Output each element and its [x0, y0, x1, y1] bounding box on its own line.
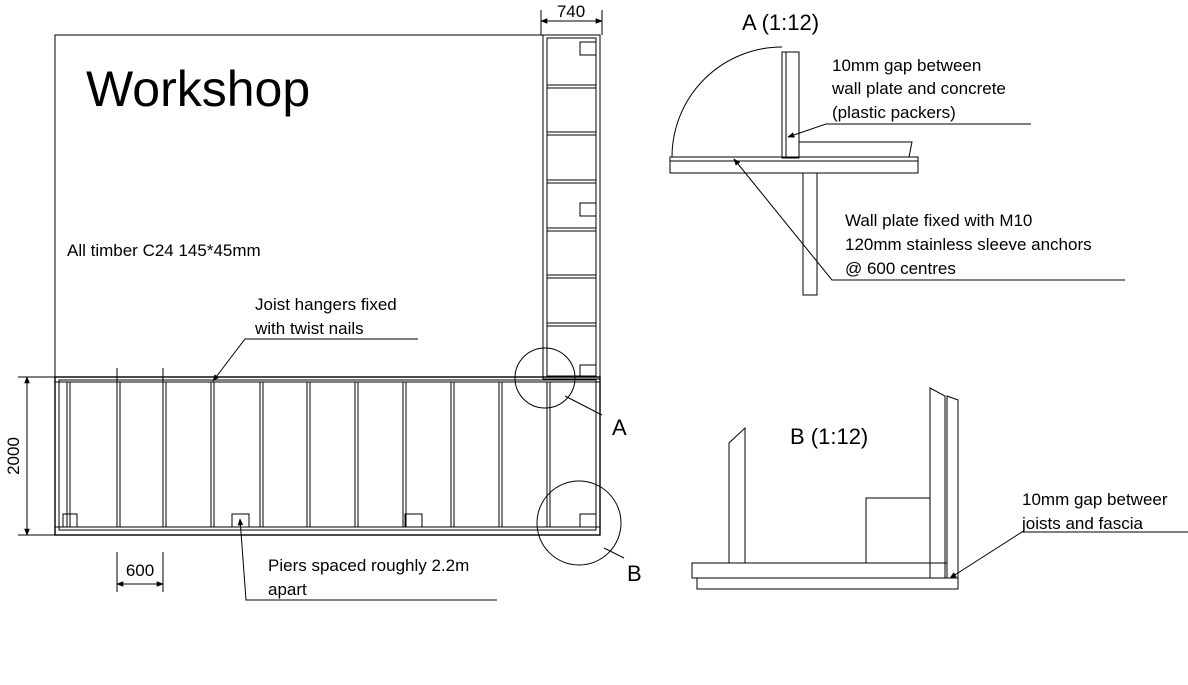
gap-note-line-3: (plastic packers) [832, 103, 956, 122]
dimension-2000 [18, 376, 55, 536]
door-swing-arc [671, 46, 783, 158]
detail-a: A (1:12) 10mm gap between wall plate and… [669, 10, 1125, 296]
fix-note-line-3: @ 600 centres [845, 259, 956, 278]
detail-b: B (1:12) 10mm gap betweer joists and fas… [691, 387, 1188, 590]
plan-title: Workshop [86, 61, 310, 117]
bottom-frame [54, 368, 601, 536]
workshop-outline [54, 34, 543, 377]
marker-a-label: A [612, 415, 627, 440]
fix-note-line-1: Wall plate fixed with M10 [845, 211, 1032, 230]
wall-post [781, 51, 787, 159]
dim-spacing-label: 600 [126, 561, 154, 580]
joist-leader [212, 338, 418, 382]
joist-note-line-1: Joist hangers fixed [255, 295, 397, 314]
dim-depth-label: 2000 [4, 437, 23, 475]
fascia-gap-leader [949, 531, 1188, 579]
gap-leader [787, 123, 1031, 138]
marker-b-label: B [627, 561, 642, 586]
fix-leader [733, 158, 1125, 281]
joist-note-line-2: with twist nails [254, 319, 364, 338]
floor-board [691, 562, 948, 579]
dim-width-label: 740 [557, 2, 585, 21]
piers-note-line-1: Piers spaced roughly 2.2m [268, 556, 469, 575]
right-frame [542, 34, 601, 380]
base-plate [696, 577, 959, 590]
gap-note-line-1: 10mm gap between [832, 56, 981, 75]
detail-b-title: B (1:12) [790, 424, 868, 449]
pier [404, 513, 423, 528]
fascia-note-line-1: 10mm gap betweer [1022, 490, 1168, 509]
timber-note: All timber C24 145*45mm [67, 241, 261, 260]
hanger-block [865, 497, 931, 564]
detail-b-circle [536, 480, 622, 566]
sleeve-anchor [802, 172, 818, 296]
detail-a-title: A (1:12) [742, 10, 819, 35]
fascia-note-line-2: joists and fascia [1021, 514, 1143, 533]
wall-post [785, 51, 800, 159]
fascia-board [946, 395, 959, 589]
pier [579, 513, 597, 528]
piers-leader [237, 518, 497, 601]
joist-end [728, 426, 746, 563]
concrete-slab [669, 156, 919, 174]
joist-end [929, 387, 946, 578]
detail-a-circle [514, 347, 576, 409]
dimension-600 [116, 552, 164, 592]
gap-note-line-2: wall plate and concrete [831, 79, 1006, 98]
fix-note-line-2: 120mm stainless sleeve anchors [845, 235, 1092, 254]
pier [62, 513, 78, 528]
plan-view: Workshop All timber C24 145*45mm Joist h… [4, 2, 642, 601]
piers-note-line-2: apart [268, 580, 307, 599]
dimension-740 [540, 10, 603, 35]
wall-plate [799, 141, 913, 158]
